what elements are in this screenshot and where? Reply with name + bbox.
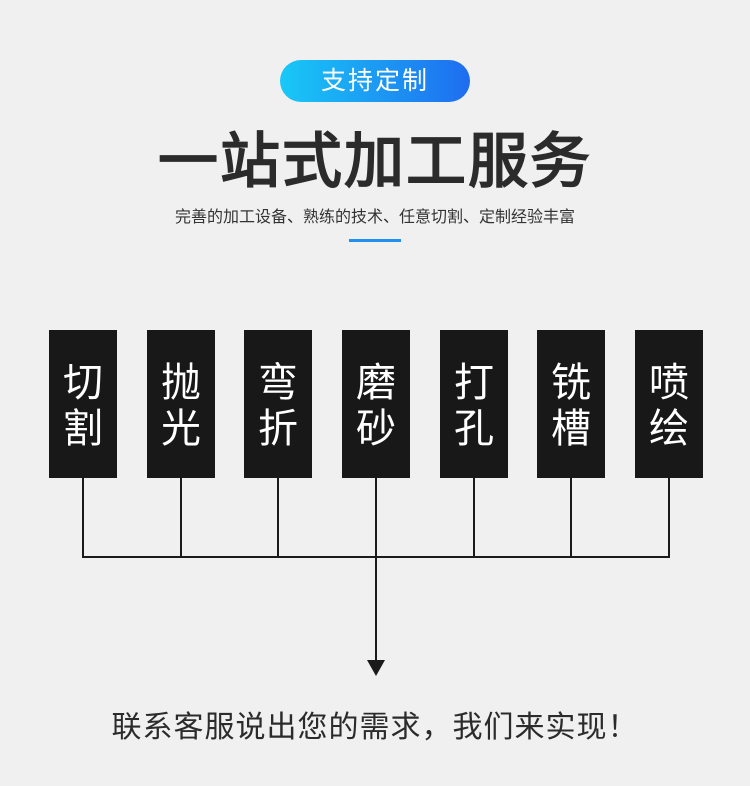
page-subtitle: 完善的加工设备、熟练的技术、任意切割、定制经验丰富 [174, 207, 575, 226]
service-block-sanding: 磨 砂 [342, 330, 410, 478]
service-char: 打 [454, 360, 494, 406]
service-char: 孔 [454, 406, 494, 452]
service-char: 光 [161, 406, 201, 452]
service-char: 槽 [551, 406, 591, 452]
service-char: 砂 [356, 406, 396, 452]
contact-message: 联系客服说出您的需求，我们来实现！ [111, 710, 639, 745]
service-char: 割 [63, 406, 103, 452]
service-block-bending: 弯 折 [244, 330, 312, 478]
service-block-polishing: 抛 光 [147, 330, 215, 478]
custom-badge: 支持定制 [280, 60, 470, 102]
title-underline [349, 239, 401, 242]
service-char: 折 [258, 406, 298, 452]
service-char: 铣 [551, 360, 591, 406]
service-block-drilling: 打 孔 [440, 330, 508, 478]
service-block-printing: 喷 绘 [635, 330, 703, 478]
service-char: 磨 [356, 360, 396, 406]
service-char: 绘 [649, 406, 689, 452]
service-char: 抛 [161, 360, 201, 406]
service-char: 喷 [649, 360, 689, 406]
service-char: 切 [63, 360, 103, 406]
service-block-milling: 铣 槽 [537, 330, 605, 478]
page-title: 一站式加工服务 [158, 127, 592, 197]
service-block-cutting: 切 割 [49, 330, 117, 478]
service-char: 弯 [258, 360, 298, 406]
arrow-down-icon [367, 660, 385, 676]
